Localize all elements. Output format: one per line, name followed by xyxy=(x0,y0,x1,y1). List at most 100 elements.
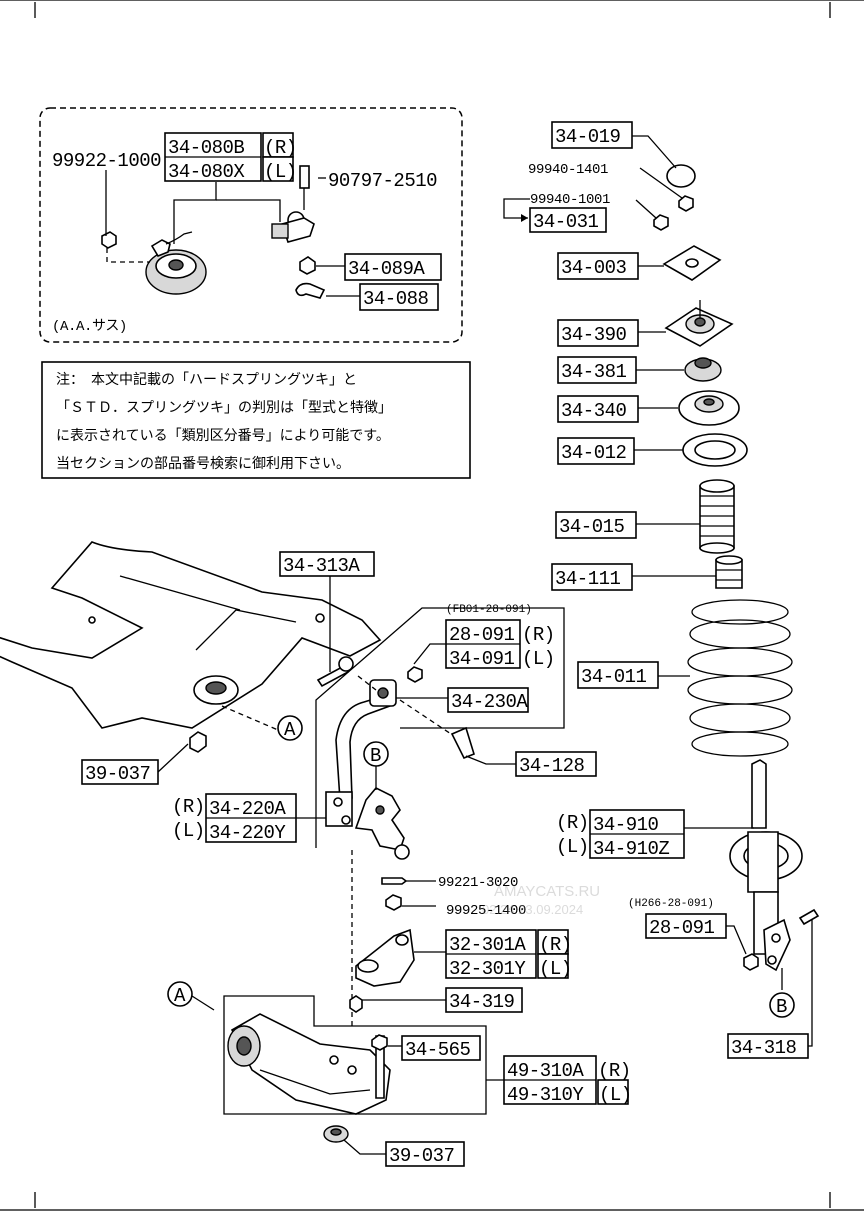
marker-b-strut-label: B xyxy=(776,996,787,1018)
seat-rubber-code: 34-012 xyxy=(561,442,627,464)
stab-bushing-a-box xyxy=(81,759,159,785)
stab-link-l-side: (L) xyxy=(522,648,555,670)
stab-link-r-code: 28-091 xyxy=(449,624,515,646)
nut-b-label: 99940-1001 xyxy=(530,192,610,208)
inset-nut-label: 99922-1000 xyxy=(52,150,161,172)
bump-stop-code: 34-111 xyxy=(555,568,621,590)
inset-nut-b-code: 34-089A xyxy=(348,258,425,280)
stab-link-r-side: (R) xyxy=(522,624,555,646)
strut-bracket-code: 28-091 xyxy=(649,917,715,939)
mount-box xyxy=(557,319,639,347)
inset-mount-drawing xyxy=(101,165,326,299)
knuckle-arm-l-code: 32-301Y xyxy=(449,958,526,980)
marker-b-knuckle-label: B xyxy=(370,745,381,767)
spring-code: 34-011 xyxy=(581,666,647,688)
stab-bushing-box xyxy=(447,687,529,713)
mount-code: 34-390 xyxy=(561,324,627,346)
strut-l-side: (L) xyxy=(556,836,589,858)
bearing-box xyxy=(557,356,637,384)
subframe-drawing xyxy=(0,541,382,753)
stabilizer-group: 34-313A (FB01-28-091) 28-091 34-091 (R) … xyxy=(81,551,597,848)
knuckle-l-side: (L) xyxy=(172,820,205,842)
lower-arm-drawing xyxy=(227,1013,391,1115)
knuckle-l-code: 34-220Y xyxy=(209,822,286,844)
knuckle-arm-l-side-box xyxy=(537,953,569,979)
inset-connector-box xyxy=(359,283,439,311)
stab-bushing-code: 34-230A xyxy=(451,691,528,713)
lower-arm-r-code: 49-310A xyxy=(507,1060,584,1082)
knuckle-arm-r-side-box xyxy=(537,929,569,955)
lower-arm-r-side: (R) xyxy=(598,1060,631,1082)
stab-bushing-a-code: 39-037 xyxy=(85,763,150,785)
inset-frame xyxy=(39,107,463,343)
stab-link-drawing xyxy=(325,679,397,827)
knuckle-group: (R) (L) 34-220A 34-220Y B 99221-3020 999… xyxy=(172,741,572,1030)
stab-group-note: (FB01-28-091) xyxy=(446,604,532,616)
inset-mount-r-side: (R) xyxy=(264,137,297,159)
knuckle-arm-l-side: (L) xyxy=(539,958,572,980)
marker-a-arm-label: A xyxy=(174,985,186,1007)
knuckle-r-code: 34-220A xyxy=(209,798,286,820)
watermark-date: 02.24 23.09.2024 xyxy=(482,902,583,917)
lower-bushing-box xyxy=(385,1141,465,1167)
upper-seat-box xyxy=(557,395,639,423)
marker-a-arm xyxy=(167,981,193,1007)
lower-arm-l-side-box xyxy=(597,1079,629,1105)
strut-stack: 34-019 99940-1401 99940-1001 34-031 34-0… xyxy=(503,121,793,757)
inset-bolt-label: 90797-2510 xyxy=(328,170,437,192)
knuckle-arm-r-side: (R) xyxy=(539,934,572,956)
cap-code: 34-019 xyxy=(555,126,621,148)
boot-box xyxy=(555,511,637,539)
strut-r-code: 34-910 xyxy=(593,814,659,836)
inset-caption: (A.A.サス) xyxy=(52,319,127,335)
lower-arm-group: A 34-565 49-310A 49-310Y (R) (L) 39-037 xyxy=(167,981,632,1167)
marker-b-knuckle xyxy=(363,741,389,767)
stab-bolt-b-code: 34-128 xyxy=(519,755,585,777)
knuckle-drawing xyxy=(354,787,410,860)
marker-a-subframe-label: A xyxy=(284,719,296,741)
inset-aa-suspension: 99922-1000 34-080B 34-080X (R) (L) 90797… xyxy=(39,107,463,343)
strut-group-note: (H266-28-091) xyxy=(628,898,714,910)
strut-bracket-box xyxy=(645,913,727,939)
bump-stop-box xyxy=(551,563,633,591)
strut-r-side: (R) xyxy=(556,812,589,834)
seat-rubber-box xyxy=(557,437,635,465)
lower-arm-l-side: (L) xyxy=(599,1084,632,1106)
strut-bolt-box xyxy=(727,1033,809,1059)
upper-seat-code: 34-340 xyxy=(561,400,627,422)
bearing-code: 34-381 xyxy=(561,361,627,383)
gasket-code: 34-003 xyxy=(561,257,627,279)
inset-nut-b-box xyxy=(344,253,442,281)
knuckle-nut-label: 99925-1400 xyxy=(446,903,526,919)
cap-drawing xyxy=(666,164,696,188)
nut-b-drawing xyxy=(653,214,669,231)
strut-assembly: (R) (L) 34-910 34-910Z (H266-28-091) 28-… xyxy=(556,759,820,1059)
strut-bolt-code: 34-318 xyxy=(731,1037,797,1059)
inset-mount-l-code: 34-080X xyxy=(168,161,245,183)
note-line-3: に表示されている「類別区分番号」により可能です。 xyxy=(56,428,390,444)
watermark-site: AMAYCATS.RU xyxy=(494,883,600,900)
coil-spring-drawing xyxy=(687,599,793,757)
inset-mount-r-code: 34-080B xyxy=(168,137,244,159)
gasket-box xyxy=(557,252,639,280)
strut-l-code: 34-910Z xyxy=(593,838,669,860)
inset-mount-l-side: (L) xyxy=(264,161,297,183)
knuckle-r-side: (R) xyxy=(172,796,205,818)
inset-l-side-box xyxy=(262,156,294,182)
knuckle-arm-drawing xyxy=(355,928,415,987)
stab-bolt-b-box xyxy=(515,751,597,777)
marker-b-strut xyxy=(769,992,795,1018)
note-line-2: 「ＳＴＤ．スプリングツキ」の判別は「型式と特徴」 xyxy=(56,400,392,416)
cotter-pin-label: 99221-3020 xyxy=(438,875,518,891)
note-frame xyxy=(41,361,471,479)
cap-box xyxy=(551,121,633,149)
inset-connector-code: 34-088 xyxy=(363,288,429,310)
stab-link-l-code: 34-091 xyxy=(449,648,515,670)
nut-b-code: 34-031 xyxy=(533,211,599,233)
boot-drawing xyxy=(699,479,735,554)
note-box: 注： 本文中記載の「ハードスプリングツキ」と 「ＳＴＤ．スプリングツキ」の判別は… xyxy=(41,361,471,479)
lower-arm-nut-code: 34-565 xyxy=(405,1039,471,1061)
note-line-4: 当セクションの部品番号検索に御利用下さい。 xyxy=(56,455,350,472)
